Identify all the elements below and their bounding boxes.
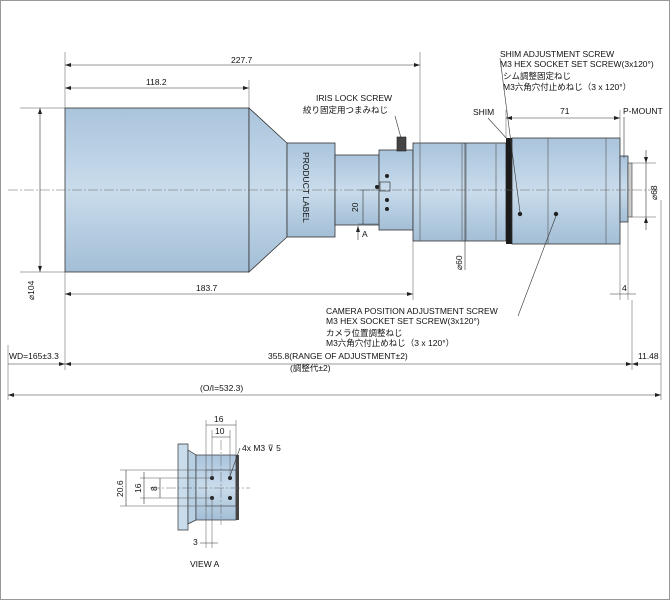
iris-lock-label-en: IRIS LOCK SCREW (316, 93, 392, 103)
shim-adj-label-jp2: M3六角穴付止めねじ（3 x 120°） (503, 82, 631, 92)
shim-adj-label-en1: SHIM ADJUSTMENT SCREW (500, 49, 614, 59)
dim-118-2: 118.2 (146, 77, 167, 87)
dim-4: 4 (622, 283, 627, 293)
view-a-screws: 4x M3 ⊽ 5 (242, 443, 281, 453)
view-a-arrow: A (362, 229, 368, 239)
dim-20-group: 20 A (350, 189, 378, 240)
view-a-dim-20-6: 20.6 (115, 480, 125, 497)
view-a-dim-16-top: 16 (214, 414, 224, 424)
camera-screw-dot (553, 211, 559, 217)
p-mount-label: P-MOUNT (623, 106, 663, 116)
cam-pos-label-en2: M3 HEX SOCKET SET SCREW(3x120°) (326, 316, 480, 326)
p-mount-ring (619, 155, 629, 223)
iris-lock-screw (396, 136, 407, 152)
dim-wd: WD=165±3.3 (9, 351, 59, 361)
dim-oi: (O/I=532.3) (200, 383, 243, 393)
dim-11-48: 11.48 (638, 351, 659, 361)
shim-band (506, 138, 512, 244)
camera-position-callout: CAMERA POSITION ADJUSTMENT SCREW M3 HEX … (326, 215, 557, 348)
shim-label: SHIM (473, 107, 494, 117)
dim-dia-104: ⌀104 (26, 280, 36, 300)
view-a-dim-10: 10 (215, 426, 225, 436)
view-a-body (195, 454, 237, 521)
dim-71: 71 (560, 106, 570, 116)
shim-screw-dot (517, 211, 523, 217)
dim-dia-68-group: ⌀68 (632, 150, 659, 230)
dim-4-group: 4 (610, 222, 636, 300)
bottom-dimensions: WD=165±3.3 355.8(RANGE OF ADJUSTMENT±2) … (7, 200, 662, 400)
view-a-dim-16-side: 16 (133, 483, 143, 493)
dim-range: 355.8(RANGE OF ADJUSTMENT±2) (268, 351, 408, 361)
camera-section (511, 137, 621, 245)
shim-adj-label-jp1: シム調整固定ねじ (503, 71, 571, 81)
dim-227-7: 227.7 (231, 55, 253, 65)
top-dimensions: 227.7 118.2 71 (64, 52, 621, 156)
iris-lock-label-jp: 絞り固定用つまみねじ (303, 105, 388, 115)
iris-lock-callout: IRIS LOCK SCREW 絞り固定用つまみねじ (303, 93, 402, 139)
shim-adjust-callout: SHIM ADJUSTMENT SCREW M3 HEX SOCKET SET … (499, 49, 654, 213)
label-ring (286, 142, 336, 238)
shim-callout: SHIM (473, 107, 509, 141)
dim-20: 20 (350, 202, 360, 212)
dim-range-jp: (調整代±2) (290, 363, 331, 373)
shim-adj-label-en2: M3 HEX SOCKET SET SCREW(3x120°) (500, 59, 654, 69)
dim-dia-60-group: ⌀60 (454, 143, 466, 270)
lens-body (64, 107, 633, 273)
rear-barrel (412, 142, 507, 242)
view-a-title: VIEW A (190, 559, 220, 569)
cam-pos-label-jp1: カメラ位置調整ねじ (326, 328, 403, 338)
view-a: 16 10 4x M3 ⊽ 5 20.6 16 8 3 VIEW A (115, 414, 281, 569)
cam-pos-label-jp2: M3六角穴付止めねじ（3 x 120°） (326, 338, 454, 348)
view-a-dim-3: 3 (193, 537, 198, 547)
dim-183-7: 183.7 (196, 283, 218, 293)
dim-dia-60: ⌀60 (454, 255, 464, 270)
dim-dia-104-group: ⌀104 (20, 107, 65, 300)
cam-pos-label-en1: CAMERA POSITION ADJUSTMENT SCREW (326, 306, 498, 316)
dim-183-7-group: 183.7 (64, 241, 414, 300)
p-mount-callout: P-MOUNT (623, 106, 663, 158)
product-label-text: PRODUCT LABEL (301, 152, 311, 223)
dim-dia-68: ⌀68 (649, 185, 659, 200)
view-a-dim-8: 8 (149, 486, 159, 491)
